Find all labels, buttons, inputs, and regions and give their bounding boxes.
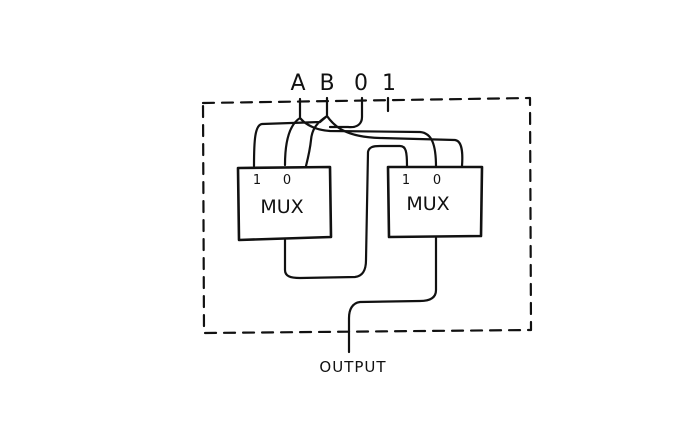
wire-output (347, 236, 438, 354)
wire-input-zero (328, 96, 364, 129)
left-mux-sel0-label: 0 (283, 173, 291, 188)
enclosure-dashed-box (201, 96, 533, 335)
right-mux-sel1-label: 1 (402, 173, 410, 188)
right-mux-sel0-label: 0 (433, 173, 441, 188)
input-label-zero: 0 (354, 71, 368, 96)
input-label-b: B (319, 71, 334, 96)
left-mux-box (236, 165, 333, 242)
left-mux-sel1-label: 1 (253, 173, 261, 188)
wire-input-a (283, 97, 438, 169)
input-label-one: 1 (382, 71, 396, 96)
right-mux-box (386, 165, 484, 239)
wire-left-mux-output (283, 144, 409, 280)
wire-input-b (252, 96, 464, 168)
output-label: OUTPUT (319, 358, 386, 376)
left-mux-label: MUX (260, 196, 303, 218)
input-label-a: A (290, 71, 305, 96)
right-mux-label: MUX (406, 193, 449, 215)
